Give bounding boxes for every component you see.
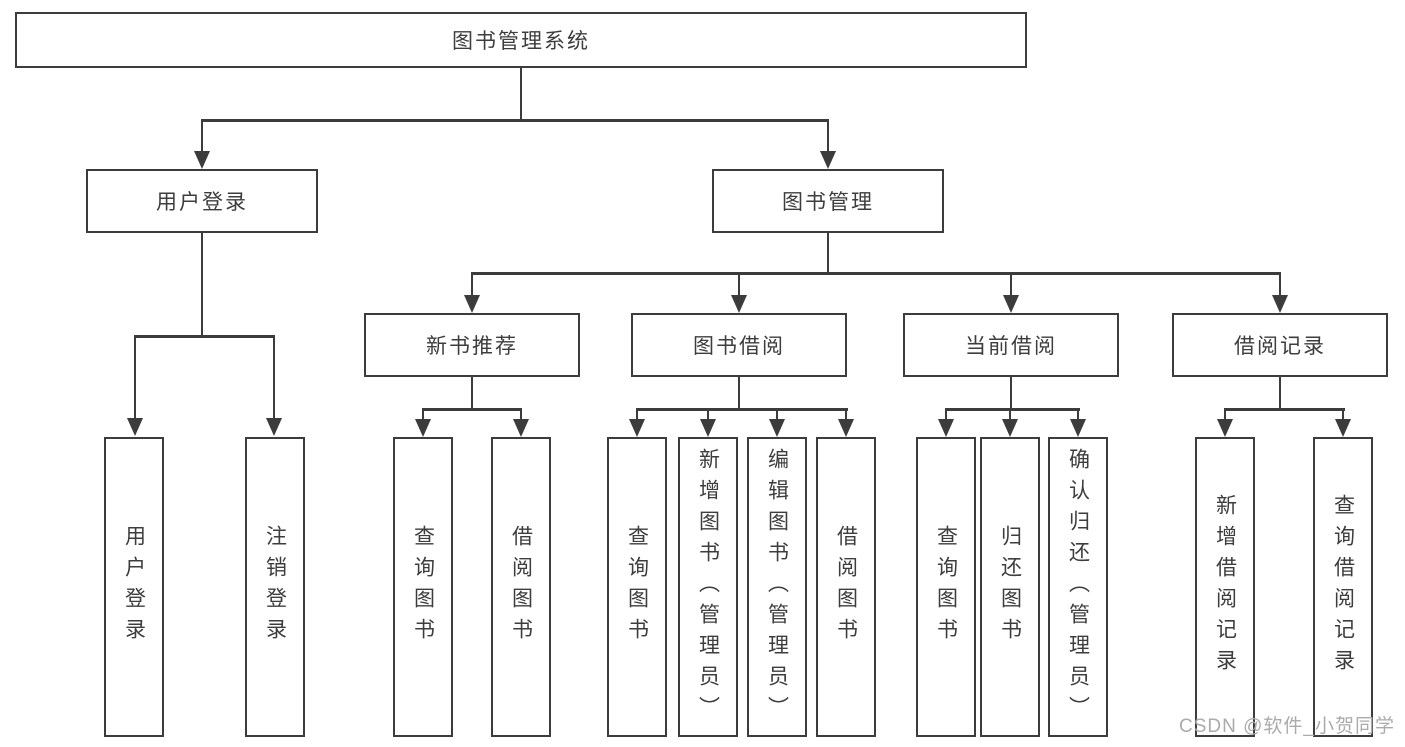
- arrow-down-leaf-user-login: [127, 418, 143, 436]
- node-current-borrowing: 当前借阅: [903, 313, 1119, 377]
- leaf-label: 确认归还（管理员）: [1066, 447, 1090, 727]
- connector-group2-split: [635, 408, 848, 411]
- connector-group2-stub-2: [706, 408, 710, 420]
- leaf-label: 查询图书: [625, 525, 649, 649]
- connector-book-management-arm: [826, 119, 830, 153]
- arrow-down-edit-books-admin: [769, 419, 785, 437]
- leaf-label: 归还图书: [998, 525, 1022, 649]
- connector-new-book-arm: [470, 272, 474, 297]
- arrow-down-book-borrowing: [731, 295, 747, 313]
- connector-group3-drop: [1009, 377, 1013, 410]
- connector-leaf-user-login-arm: [133, 335, 137, 419]
- arrow-down-current-borrowing: [1003, 295, 1019, 313]
- leaf-add-borrow-record: 新增借阅记录: [1195, 437, 1255, 737]
- arrow-down-return-books: [1002, 419, 1018, 437]
- connector-borrowing-records-arm: [1278, 272, 1282, 297]
- connector-group2-drop: [737, 377, 741, 410]
- leaf-query-books-1: 查询图书: [393, 437, 453, 737]
- leaf-query-borrow-record: 查询借阅记录: [1313, 437, 1373, 737]
- arrow-down-query-books-3: [938, 419, 954, 437]
- connector-level1-horizontal: [200, 119, 830, 122]
- leaf-edit-books-admin: 编辑图书（管理员）: [747, 437, 807, 737]
- arrow-down-leaf-logout: [266, 418, 282, 436]
- leaf-query-books-2: 查询图书: [607, 437, 667, 737]
- connector-group4-split: [1223, 408, 1345, 411]
- connector-group3-split: [944, 408, 1080, 411]
- node-label: 用户登录: [156, 191, 248, 214]
- leaf-label: 查询图书: [411, 525, 435, 649]
- arrow-down-user-login: [194, 151, 210, 169]
- arrow-down-add-books-admin: [700, 419, 716, 437]
- leaf-logout: 注销登录: [245, 437, 305, 737]
- leaf-label: 新增图书（管理员）: [696, 447, 720, 727]
- connector-user-login-split: [133, 335, 275, 338]
- connector-group1-split: [421, 408, 522, 411]
- connector-group3-stub-3: [1076, 408, 1080, 420]
- node-label: 借阅记录: [1234, 335, 1326, 358]
- connector-group3-stub-2: [1008, 408, 1012, 420]
- node-library-management-system: 图书管理系统: [15, 12, 1027, 68]
- node-user-login: 用户登录: [86, 169, 318, 233]
- node-borrowing-records: 借阅记录: [1172, 313, 1388, 377]
- node-label: 新书推荐: [426, 335, 518, 358]
- arrow-down-new-book-recommendation: [464, 295, 480, 313]
- connector-leaf-logout-arm: [272, 335, 276, 419]
- connector-group2-stub-4: [844, 408, 848, 420]
- connector-group1-stub-2: [519, 408, 523, 420]
- arrow-down-query-borrow-record: [1335, 419, 1351, 437]
- node-new-book-recommendation: 新书推荐: [364, 313, 580, 377]
- arrow-down-query-books-1: [415, 419, 431, 437]
- connector-group4-stub-2: [1341, 408, 1345, 420]
- leaf-label: 借阅图书: [509, 525, 533, 649]
- leaf-return-books: 归还图书: [980, 437, 1040, 737]
- arrow-down-book-management: [820, 151, 836, 169]
- leaf-add-books-admin: 新增图书（管理员）: [678, 437, 738, 737]
- leaf-confirm-return-admin: 确认归还（管理员）: [1048, 437, 1108, 737]
- leaf-query-books-3: 查询图书: [916, 437, 976, 737]
- node-book-borrowing: 图书借阅: [631, 313, 847, 377]
- leaf-label: 编辑图书（管理员）: [765, 447, 789, 727]
- connector-group1-drop: [470, 377, 474, 410]
- arrow-down-add-borrow-record: [1217, 419, 1233, 437]
- connector-group4-stub-1: [1223, 408, 1227, 420]
- connector-group4-drop: [1278, 377, 1282, 410]
- leaf-label: 注销登录: [263, 525, 287, 649]
- connector-book-management-drop: [826, 233, 830, 274]
- connector-group3-stub-1: [944, 408, 948, 420]
- connector-group1-stub-1: [421, 408, 425, 420]
- leaf-label: 查询图书: [934, 525, 958, 649]
- node-book-management: 图书管理: [712, 169, 944, 233]
- node-label: 图书管理: [782, 191, 874, 214]
- leaf-label: 借阅图书: [834, 525, 858, 649]
- leaf-label: 查询借阅记录: [1331, 494, 1355, 680]
- arrow-down-borrow-books-1: [513, 419, 529, 437]
- node-label: 图书管理系统: [452, 30, 590, 53]
- leaf-user-login: 用户登录: [104, 437, 164, 737]
- node-label: 图书借阅: [693, 335, 785, 358]
- arrow-down-borrow-books-2: [838, 419, 854, 437]
- arrow-down-query-books-2: [629, 419, 645, 437]
- leaf-borrow-books-2: 借阅图书: [816, 437, 876, 737]
- connector-current-borrowing-arm: [1009, 272, 1013, 297]
- connector-level3-horizontal: [470, 272, 1281, 275]
- leaf-label: 新增借阅记录: [1213, 494, 1237, 680]
- connector-user-login-drop: [200, 233, 204, 337]
- leaf-label: 用户登录: [122, 525, 146, 649]
- connector-group2-stub-3: [775, 408, 779, 420]
- arrow-down-borrowing-records: [1272, 295, 1288, 313]
- node-label: 当前借阅: [965, 335, 1057, 358]
- watermark: CSDN @软件_小贺同学: [1179, 716, 1395, 737]
- arrow-down-confirm-return-admin: [1070, 419, 1086, 437]
- leaf-borrow-books-1: 借阅图书: [491, 437, 551, 737]
- connector-user-login-arm: [200, 119, 204, 153]
- connector-book-borrowing-arm: [737, 272, 741, 297]
- connector-group2-stub-1: [635, 408, 639, 420]
- connector-root-drop: [519, 66, 523, 121]
